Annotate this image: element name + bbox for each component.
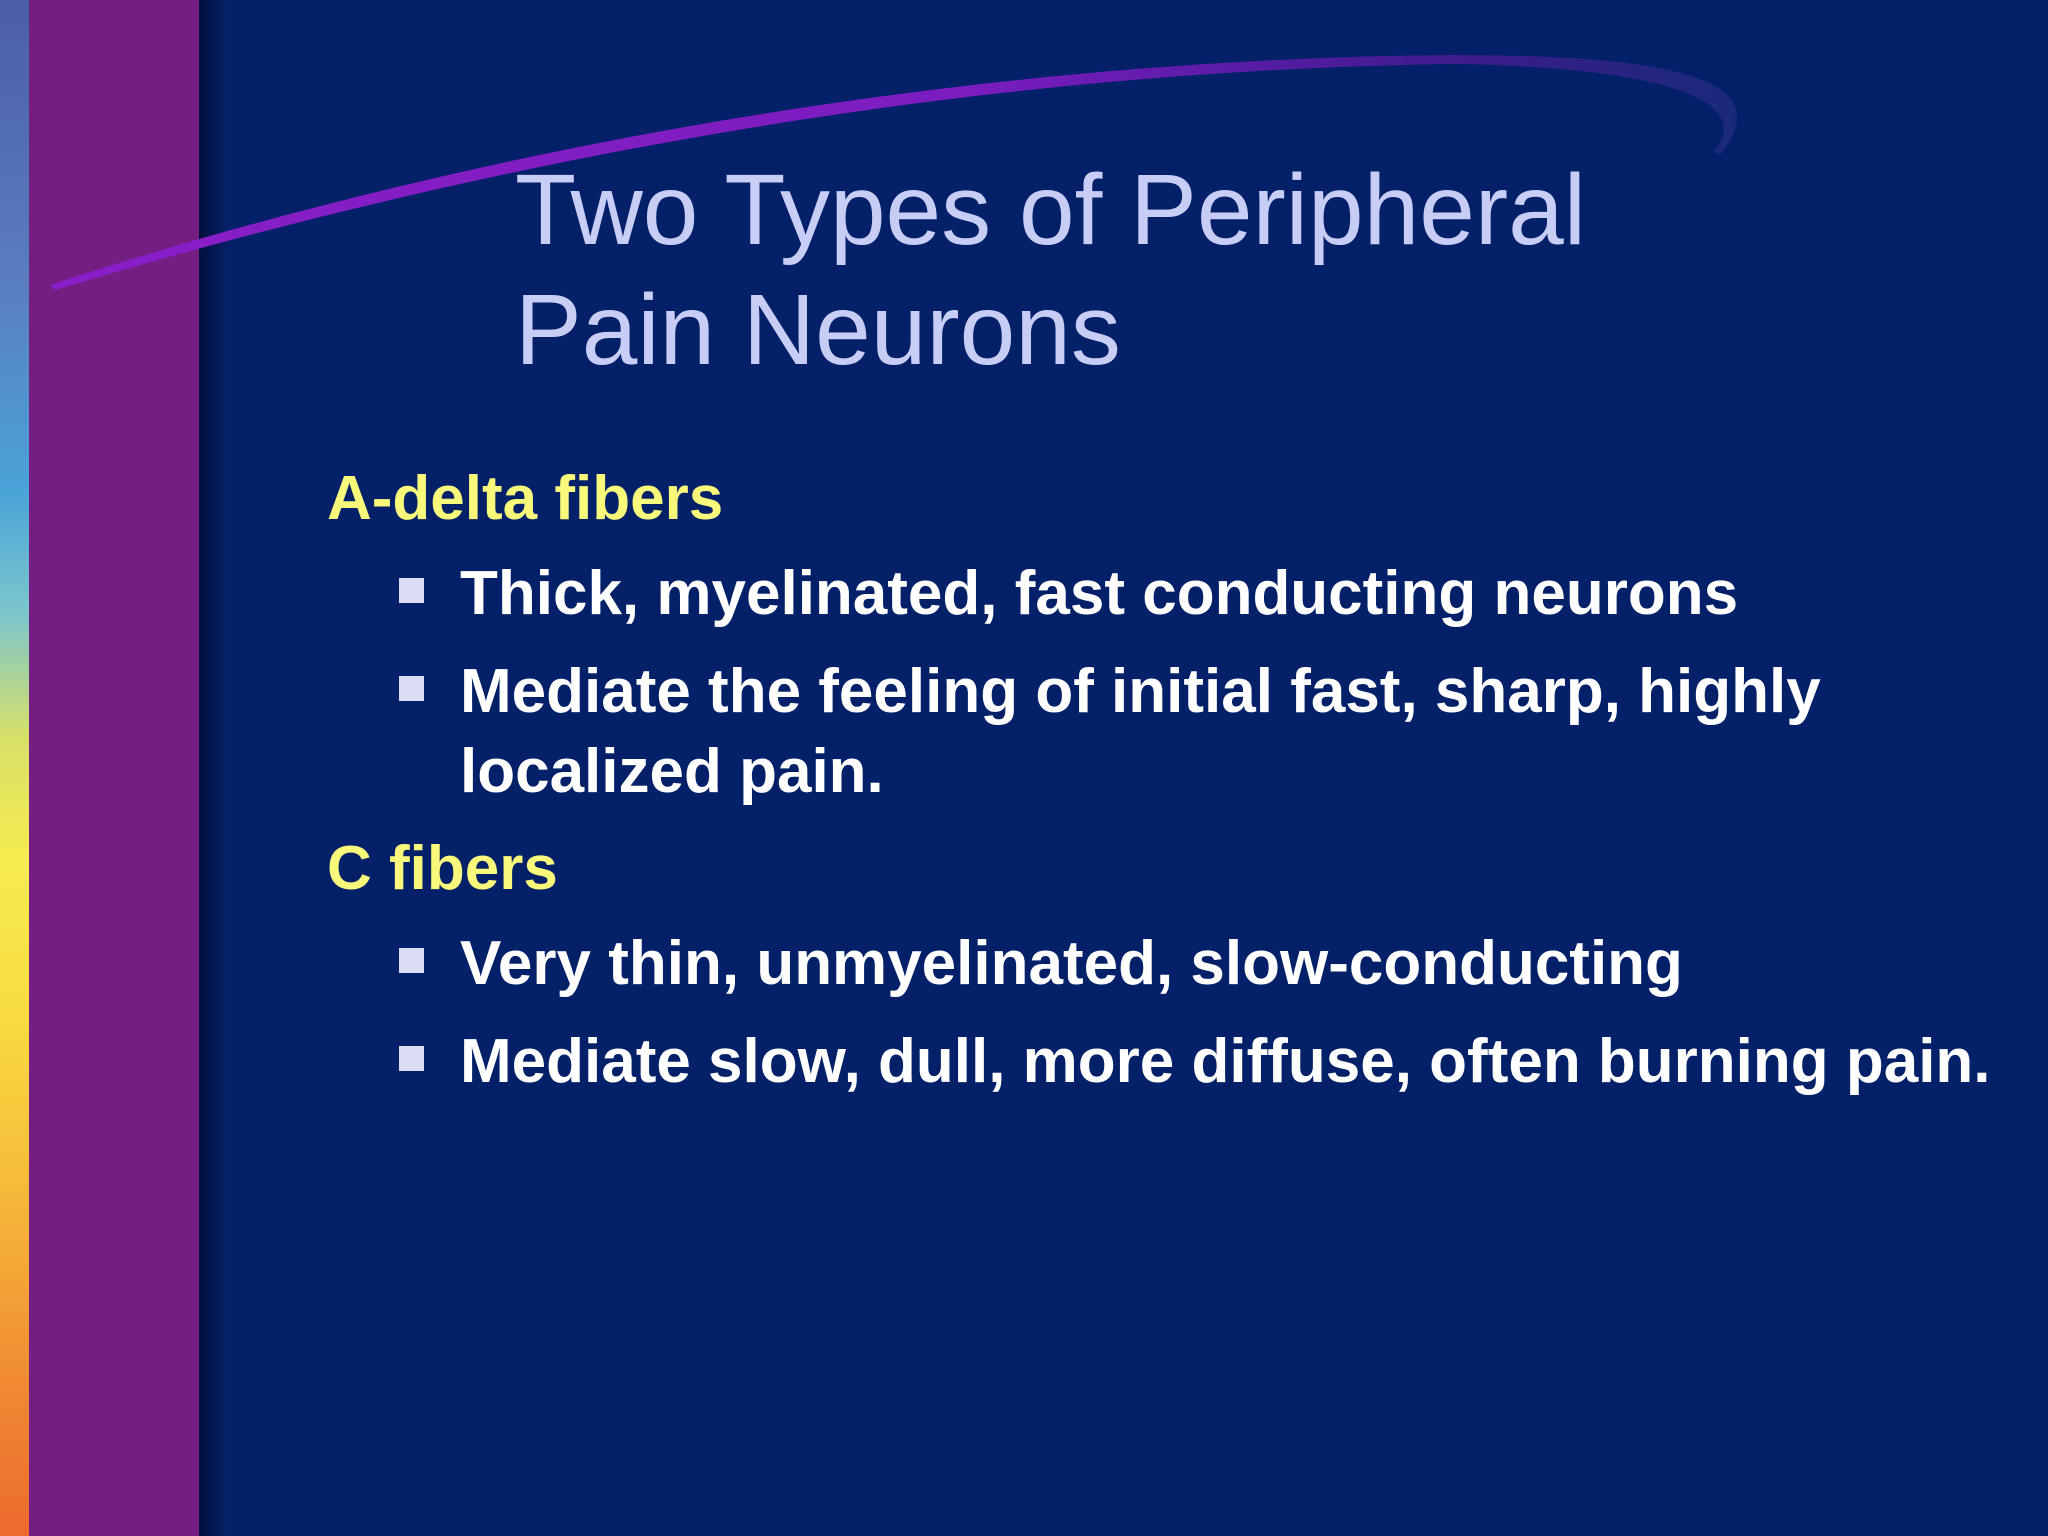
bullet-item: Thick, myelinated, fast conducting neuro…: [327, 554, 2007, 634]
band-shadow: [199, 0, 227, 1536]
swoosh-decoration: [50, 55, 1738, 290]
bullet-text: Mediate slow, dull, more diffuse, often …: [460, 1027, 1991, 1096]
square-bullet-icon: [399, 948, 424, 973]
square-bullet-icon: [399, 578, 424, 603]
bullet-item: Very thin, unmyelinated, slow-conducting: [327, 924, 2007, 1004]
title-line-2: Pain Neurons: [515, 274, 1121, 386]
swoosh-curve: [50, 55, 1738, 290]
bullet-item: Mediate the feeling of initial fast, sha…: [327, 652, 2007, 812]
section-heading-c-fibers: C fibers: [327, 834, 558, 903]
bullet-text: Thick, myelinated, fast conducting neuro…: [460, 559, 1739, 628]
title-line-1: Two Types of Peripheral: [515, 154, 1586, 266]
rainbow-gradient-strip: [0, 0, 29, 1536]
square-bullet-icon: [399, 676, 424, 701]
bullet-text: Very thin, unmyelinated, slow-conducting: [460, 929, 1683, 998]
section-heading-a-delta: A-delta fibers: [327, 464, 724, 533]
square-bullet-icon: [399, 1046, 424, 1071]
bullet-text: Mediate the feeling of initial fast, sha…: [460, 657, 1821, 806]
bullet-item: Mediate slow, dull, more diffuse, often …: [327, 1022, 2007, 1102]
slide-title: Two Types of Peripheral Pain Neurons: [515, 150, 1815, 390]
slide-body: A-delta fibers Thick, myelinated, fast c…: [327, 460, 2007, 1120]
